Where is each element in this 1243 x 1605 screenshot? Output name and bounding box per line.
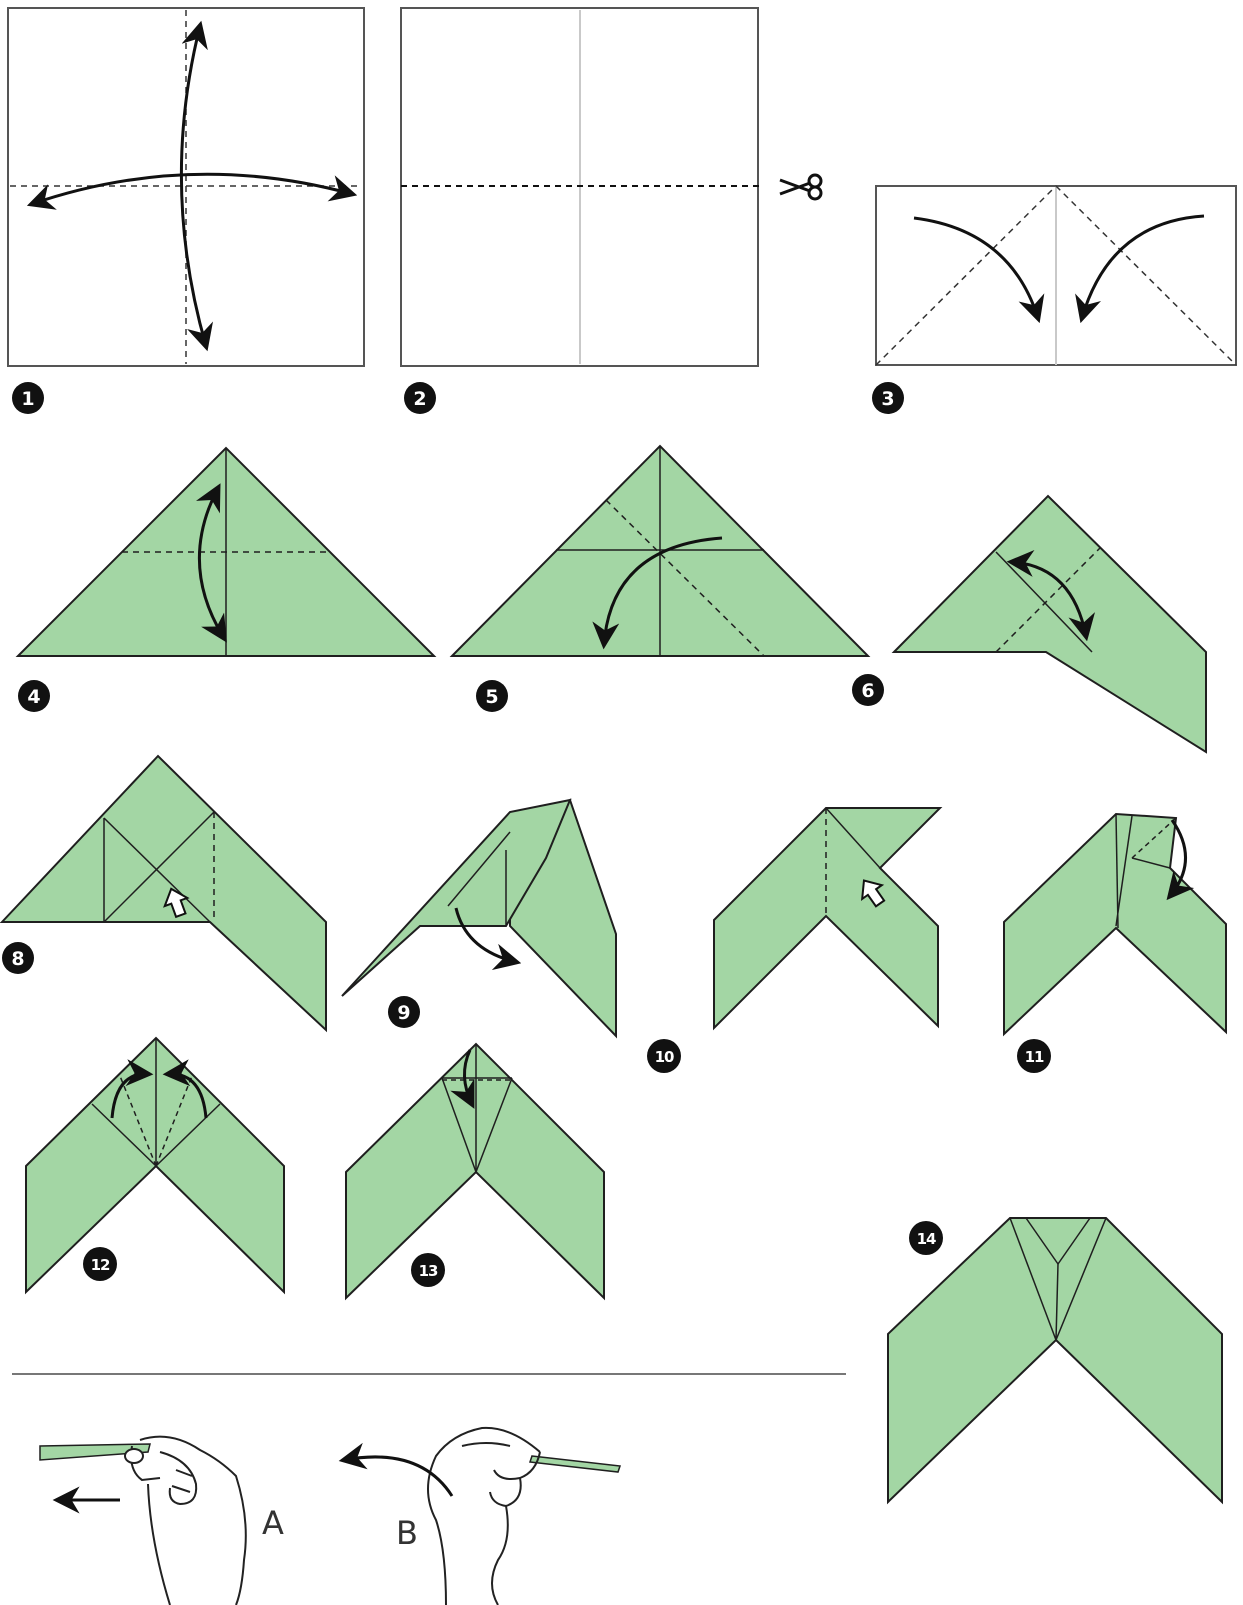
throw-b-illustration: B	[338, 1426, 622, 1605]
svg-text:14: 14	[917, 1230, 936, 1248]
svg-text:8: 8	[11, 948, 24, 970]
throw-label-a: A	[262, 1504, 284, 1542]
step-13-diagram	[345, 1042, 605, 1301]
step-badge-2: 2	[404, 382, 436, 414]
throw-label-b: B	[396, 1514, 418, 1552]
throw-a-illustration: A	[39, 1435, 284, 1605]
step-9-diagram	[341, 798, 617, 1039]
step-badge-5: 5	[476, 680, 508, 712]
svg-text:5: 5	[485, 686, 498, 708]
svg-text:6: 6	[861, 680, 874, 702]
step-badge-6: 6	[852, 674, 884, 706]
step-8-diagram	[0, 754, 327, 1033]
hand-icon	[427, 1426, 541, 1605]
step-badge-12: 12	[83, 1247, 117, 1281]
svg-text:12: 12	[91, 1256, 110, 1274]
scissors-icon	[779, 173, 823, 201]
step-badge-9: 9	[388, 996, 420, 1028]
svg-text:2: 2	[413, 388, 426, 410]
push-arrow-icon	[860, 879, 886, 908]
svg-text:1: 1	[21, 388, 34, 410]
step-5-diagram	[449, 444, 871, 657]
step-badge-10: 10	[647, 1039, 681, 1073]
step-6-diagram	[891, 494, 1207, 754]
step-11-diagram	[1003, 812, 1227, 1037]
step-3-diagram	[875, 185, 1237, 366]
svg-text:11: 11	[1025, 1048, 1044, 1066]
svg-text:9: 9	[397, 1002, 410, 1024]
step-14-diagram	[887, 1217, 1223, 1505]
step-12-diagram	[25, 1036, 285, 1295]
step-1-diagram	[7, 7, 365, 367]
svg-text:10: 10	[655, 1048, 674, 1066]
step-badge-3: 3	[872, 382, 904, 414]
step-badge-1: 1	[12, 382, 44, 414]
svg-text:13: 13	[419, 1262, 438, 1280]
step-2-diagram	[400, 7, 823, 367]
svg-text:4: 4	[27, 686, 40, 708]
step-badge-14: 14	[909, 1221, 943, 1255]
push-arrow-icon	[163, 887, 190, 919]
step-badge-13: 13	[411, 1253, 445, 1287]
step-badge-11: 11	[1017, 1039, 1051, 1073]
hand-icon	[124, 1435, 247, 1605]
step-badge-4: 4	[18, 680, 50, 712]
svg-text:3: 3	[881, 388, 894, 410]
step-10-diagram	[713, 807, 943, 1031]
step-badge-8: 8	[2, 942, 34, 974]
step-4-diagram	[15, 446, 437, 657]
